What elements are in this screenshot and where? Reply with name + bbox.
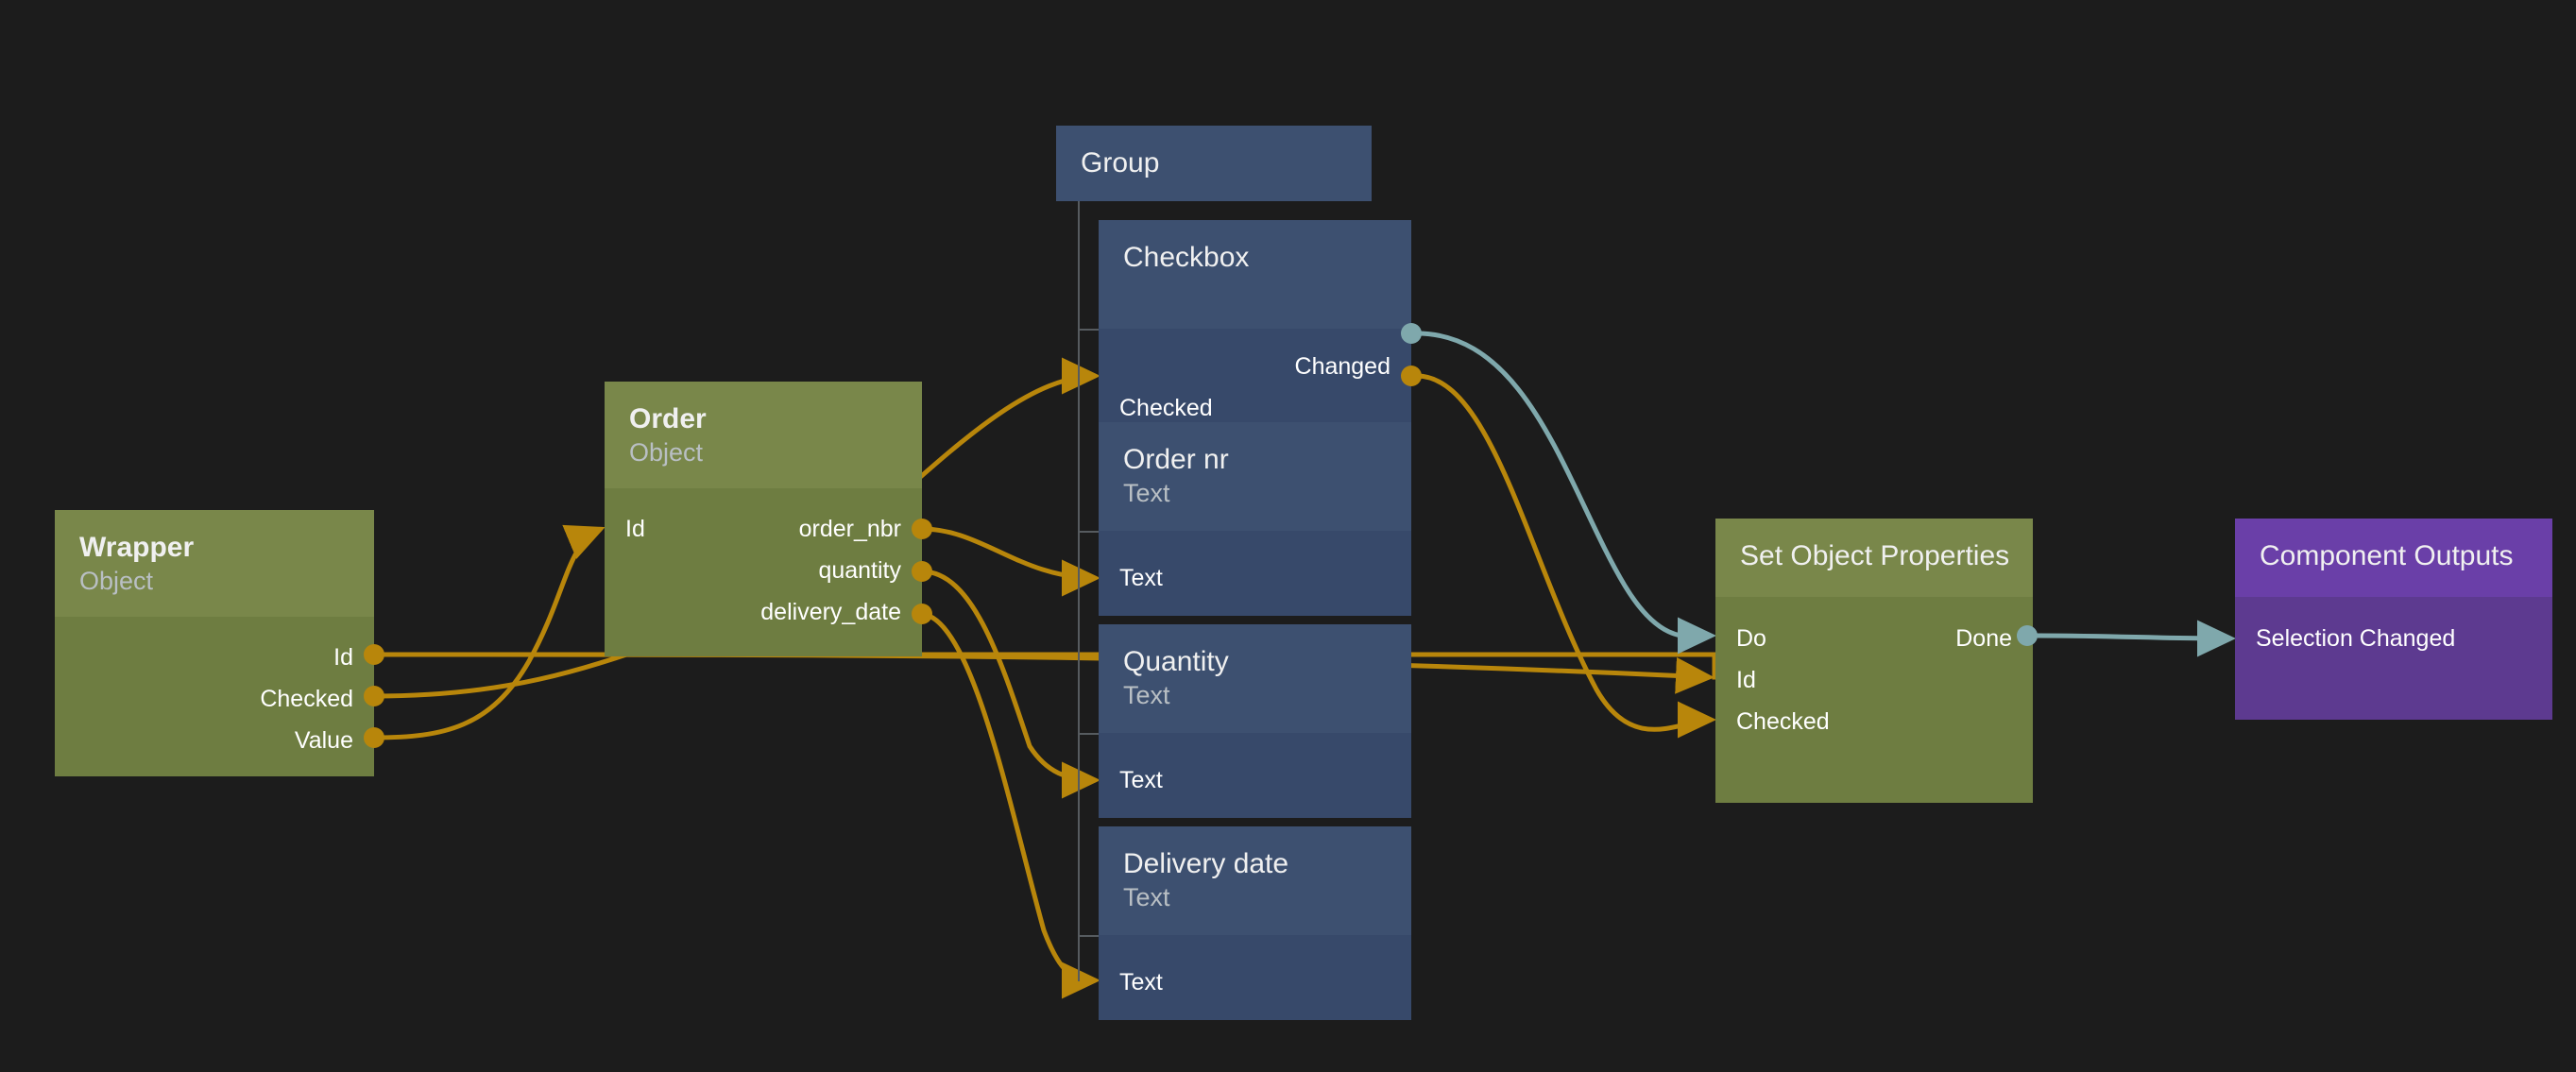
port-component-outputs-in-selection-changed[interactable]: Selection Changed bbox=[2235, 618, 2552, 659]
group-tree-vertical bbox=[1078, 201, 1080, 981]
group-header[interactable]: Group bbox=[1056, 126, 1372, 201]
node-order-nr-body: Text bbox=[1099, 531, 1411, 616]
node-wrapper-title: Wrapper bbox=[79, 531, 350, 564]
port-label-quantity-text: Text bbox=[1119, 769, 1163, 792]
port-wrapper-out-checked[interactable]: Checked bbox=[55, 678, 374, 720]
node-order-header: Order Object bbox=[605, 382, 922, 488]
node-delivery-date-title: Delivery date bbox=[1123, 847, 1387, 880]
node-wrapper-body: Id Checked Value bbox=[55, 617, 374, 776]
port-label-set-checked: Checked bbox=[1736, 710, 1830, 734]
node-component-outputs-body: Selection Changed bbox=[2235, 597, 2552, 720]
node-set-object-properties-title: Set Object Properties bbox=[1740, 539, 2008, 572]
node-wrapper-header: Wrapper Object bbox=[55, 510, 374, 617]
node-component-outputs[interactable]: Component Outputs Selection Changed bbox=[2235, 519, 2552, 720]
port-order-row-id-ordernbr[interactable]: Id order_nbr bbox=[605, 508, 922, 550]
node-delivery-date-body: Text bbox=[1099, 935, 1411, 1020]
node-order-nr-header: Order nr Text bbox=[1099, 422, 1411, 531]
wire-wrapper-id-to-set-id-head bbox=[374, 655, 1710, 677]
port-label-delivery-date-text: Text bbox=[1119, 971, 1163, 995]
wire-order-quantity-to-quantity-text bbox=[922, 571, 1096, 780]
port-checkbox-out-changed[interactable]: Changed bbox=[1099, 346, 1411, 387]
node-component-outputs-header: Component Outputs bbox=[2235, 519, 2552, 597]
port-set-in-checked[interactable]: Checked bbox=[1715, 701, 2033, 742]
node-wrapper[interactable]: Wrapper Object Id Checked Value bbox=[55, 510, 374, 776]
group-tree-tick-checkbox bbox=[1078, 329, 1099, 331]
group-tree-tick-delivery-date bbox=[1078, 935, 1099, 937]
node-set-object-properties-header: Set Object Properties bbox=[1715, 519, 2033, 597]
node-order-nr[interactable]: Order nr Text Text bbox=[1099, 422, 1411, 616]
group-title: Group bbox=[1081, 146, 1159, 179]
node-order-nr-subtitle: Text bbox=[1123, 478, 1387, 508]
node-delivery-date-subtitle: Text bbox=[1123, 882, 1387, 912]
node-order-title: Order bbox=[629, 402, 897, 435]
port-label-order-delivery-date: delivery_date bbox=[760, 601, 901, 624]
port-label-order-nbr: order_nbr bbox=[799, 518, 901, 541]
port-label-selection-changed: Selection Changed bbox=[2256, 627, 2455, 651]
node-order[interactable]: Order Object Id order_nbr quantity deliv… bbox=[605, 382, 922, 656]
node-set-object-properties-body: Do Done Id Checked bbox=[1715, 597, 2033, 803]
port-set-row-do-done[interactable]: Do Done bbox=[1715, 618, 2033, 659]
node-delivery-date-header: Delivery date Text bbox=[1099, 826, 1411, 935]
port-label-set-done: Done bbox=[1955, 627, 2012, 651]
node-quantity-header: Quantity Text bbox=[1099, 624, 1411, 733]
node-component-outputs-title: Component Outputs bbox=[2260, 539, 2528, 572]
node-checkbox-title: Checkbox bbox=[1123, 241, 1387, 274]
port-label-order-nr-text: Text bbox=[1119, 567, 1163, 590]
port-quantity-in-text[interactable]: Text bbox=[1099, 759, 1411, 801]
wire-order-ordernbr-to-ordernr-text bbox=[922, 529, 1096, 578]
wire-checkbox-checked-to-set-checked bbox=[1417, 376, 1712, 729]
port-wrapper-out-id[interactable]: Id bbox=[55, 637, 374, 678]
node-wrapper-subtitle: Object bbox=[79, 566, 350, 596]
wire-wrapper-id-to-set-id bbox=[374, 655, 1715, 677]
node-order-nr-title: Order nr bbox=[1123, 443, 1387, 476]
node-quantity-title: Quantity bbox=[1123, 645, 1387, 678]
group-tree-tick-quantity bbox=[1078, 733, 1099, 735]
node-order-subtitle: Object bbox=[629, 437, 897, 468]
wire-wrapper-value-to-order-id bbox=[374, 529, 601, 738]
wire-set-done-to-component-selection-changed bbox=[2033, 636, 2231, 638]
port-order-nr-in-text[interactable]: Text bbox=[1099, 557, 1411, 599]
group-tree-tick-order-nr bbox=[1078, 531, 1099, 533]
node-quantity-body: Text bbox=[1099, 733, 1411, 818]
port-label-set-id: Id bbox=[1736, 669, 1756, 692]
port-order-out-quantity[interactable]: quantity bbox=[605, 550, 922, 591]
port-label-order-quantity: quantity bbox=[818, 559, 901, 583]
node-order-body: Id order_nbr quantity delivery_date bbox=[605, 488, 922, 656]
node-set-object-properties[interactable]: Set Object Properties Do Done Id Checked bbox=[1715, 519, 2033, 803]
port-wrapper-out-value[interactable]: Value bbox=[55, 720, 374, 761]
port-order-out-delivery-date[interactable]: delivery_date bbox=[605, 591, 922, 633]
node-checkbox[interactable]: Checkbox Changed Checked bbox=[1099, 220, 1411, 456]
port-label-set-do: Do bbox=[1736, 627, 1766, 651]
wire-checkbox-changed-to-set-do bbox=[1417, 333, 1712, 637]
node-delivery-date[interactable]: Delivery date Text Text bbox=[1099, 826, 1411, 1020]
port-label-value: Value bbox=[295, 729, 353, 753]
port-delivery-date-in-text[interactable]: Text bbox=[1099, 961, 1411, 1003]
port-set-in-id[interactable]: Id bbox=[1715, 659, 2033, 701]
node-checkbox-header: Checkbox bbox=[1099, 220, 1411, 329]
port-label-checked: Checked bbox=[260, 688, 353, 711]
port-label-order-id: Id bbox=[625, 518, 645, 541]
port-label-checkbox-changed: Changed bbox=[1295, 355, 1390, 379]
node-quantity[interactable]: Quantity Text Text bbox=[1099, 624, 1411, 818]
wire-order-deliverydate-to-deliverydate-text bbox=[922, 614, 1096, 980]
port-label-id: Id bbox=[333, 646, 353, 670]
node-quantity-subtitle: Text bbox=[1123, 680, 1387, 710]
port-label-checkbox-checked: Checked bbox=[1119, 397, 1213, 420]
